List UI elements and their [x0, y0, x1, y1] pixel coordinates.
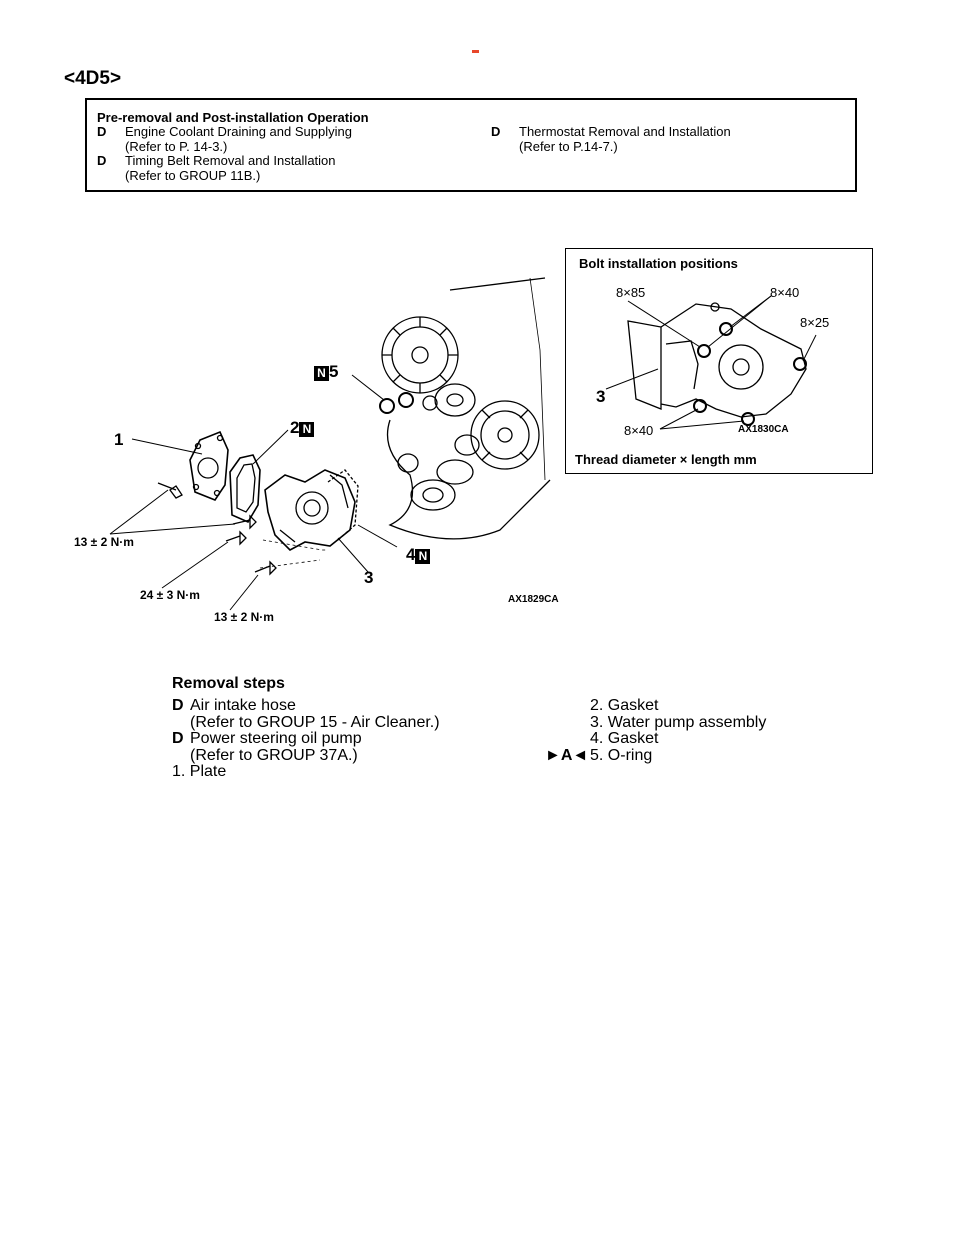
bolt-positions-drawing — [605, 295, 817, 430]
bolt-leader-8x25 — [802, 334, 817, 362]
figure-id: AX1829CA — [508, 594, 559, 605]
bolt-leader-8x40-top-b — [729, 295, 772, 328]
callout-5-number: 5 — [329, 362, 339, 381]
operation-right-column: D Thermostat Removal and Installation (R… — [491, 124, 731, 154]
bolt-figure-title: Bolt installation positions — [579, 256, 738, 271]
removal-steps-heading: Removal steps — [172, 675, 285, 692]
bullet-icon: D — [97, 124, 107, 139]
header-accent-dash — [472, 50, 479, 53]
bolt-size-label: 8×25 — [800, 315, 830, 330]
bullet-icon: D — [172, 730, 184, 747]
new-part-mark: N — [314, 366, 329, 381]
operation-left-column: D Engine Coolant Draining and Supplying … — [97, 124, 352, 183]
bolt-figure-id: AX1830CA — [738, 424, 789, 435]
leader-line-4 — [357, 524, 398, 548]
torque-label: 13 ± 2 N·m — [214, 610, 274, 624]
leader-line-1 — [131, 438, 203, 455]
removal-step: 4. Gasket — [590, 730, 659, 747]
removal-step: D Power steering oil pump (Refer to GROU… — [172, 730, 440, 764]
bolt-leader-8x40-bottom-a — [659, 408, 699, 430]
callout-4-number: 4 — [406, 545, 416, 564]
callout-2-number: 2 — [290, 418, 300, 437]
leader-line-torque-1b — [109, 523, 236, 535]
removal-step: 1. Plate — [172, 763, 227, 780]
operation-item: D Timing Belt Removal and Installation (… — [97, 153, 352, 183]
bolt-positions-figure: Bolt installation positions 8×85 8×40 8×… — [565, 248, 873, 474]
callout-1: 1 — [114, 430, 124, 449]
leader-line-2 — [252, 429, 289, 465]
removal-step-text: Air intake hose — [190, 697, 296, 714]
removal-step: 2. Gasket — [590, 697, 659, 714]
leader-line-5 — [351, 374, 385, 401]
new-part-mark: N — [415, 549, 431, 564]
operation-item-ref: (Refer to GROUP 11B.) — [125, 167, 261, 183]
operation-item-text: Timing Belt Removal and Installation — [125, 153, 336, 168]
leader-line-torque-2 — [161, 541, 229, 589]
bolt-leader-8x85 — [627, 300, 701, 348]
operation-box: Pre-removal and Post-installation Operat… — [85, 98, 857, 192]
bullet-icon: D — [172, 697, 184, 714]
bolt-size-label: 8×85 — [616, 285, 646, 300]
exploded-view-drawing — [109, 277, 551, 611]
service-point-marker: ►A◄ — [545, 746, 589, 764]
leader-line-3 — [337, 537, 369, 573]
leader-line-torque-1a — [109, 489, 169, 535]
leader-line-torque-3 — [229, 574, 259, 611]
engine-tag: <4D5> — [64, 68, 122, 89]
removal-steps-left-column: D Air intake hose (Refer to GROUP 15 - A… — [172, 697, 440, 781]
removal-step-ref: (Refer to GROUP 37A.) — [190, 746, 358, 764]
removal-step-ref: (Refer to GROUP 15 - Air Cleaner.) — [190, 713, 440, 731]
operation-box-title: Pre-removal and Post-installation Operat… — [97, 110, 369, 125]
operation-item-text: Thermostat Removal and Installation — [519, 124, 731, 139]
bolt-leader-8x40-bottom-b — [659, 420, 745, 430]
removal-step: 3. Water pump assembly — [590, 713, 767, 731]
operation-item: D Thermostat Removal and Installation (R… — [491, 124, 731, 154]
bolt-leader-callout-3 — [605, 368, 659, 390]
operation-item-text: Engine Coolant Draining and Supplying — [125, 124, 352, 139]
bullet-icon: D — [491, 124, 501, 139]
removal-step: 5. O-ring — [590, 746, 653, 764]
bolt-figure-caption: Thread diameter × length mm — [575, 452, 757, 467]
bolt-figure-callout-3: 3 — [596, 387, 606, 406]
bolt-size-label: 8×40 — [770, 285, 800, 300]
callout-3: 3 — [364, 568, 374, 587]
bolt-size-label: 8×40 — [624, 423, 654, 438]
torque-label: 24 ± 3 N·m — [140, 588, 200, 602]
operation-item-ref: (Refer to P. 14-3.) — [125, 138, 228, 154]
operation-item: D Engine Coolant Draining and Supplying … — [97, 124, 352, 154]
operation-item-ref: (Refer to P.14-7.) — [519, 138, 618, 154]
removal-steps-right-column: 2. Gasket 3. Water pump assembly 4. Gask… — [590, 697, 767, 764]
removal-step: D Air intake hose (Refer to GROUP 15 - A… — [172, 697, 440, 731]
removal-step-text: Power steering oil pump — [190, 730, 362, 747]
bullet-icon: D — [97, 153, 107, 168]
new-part-mark: N — [299, 422, 315, 437]
torque-label: 13 ± 2 N·m — [74, 535, 134, 549]
